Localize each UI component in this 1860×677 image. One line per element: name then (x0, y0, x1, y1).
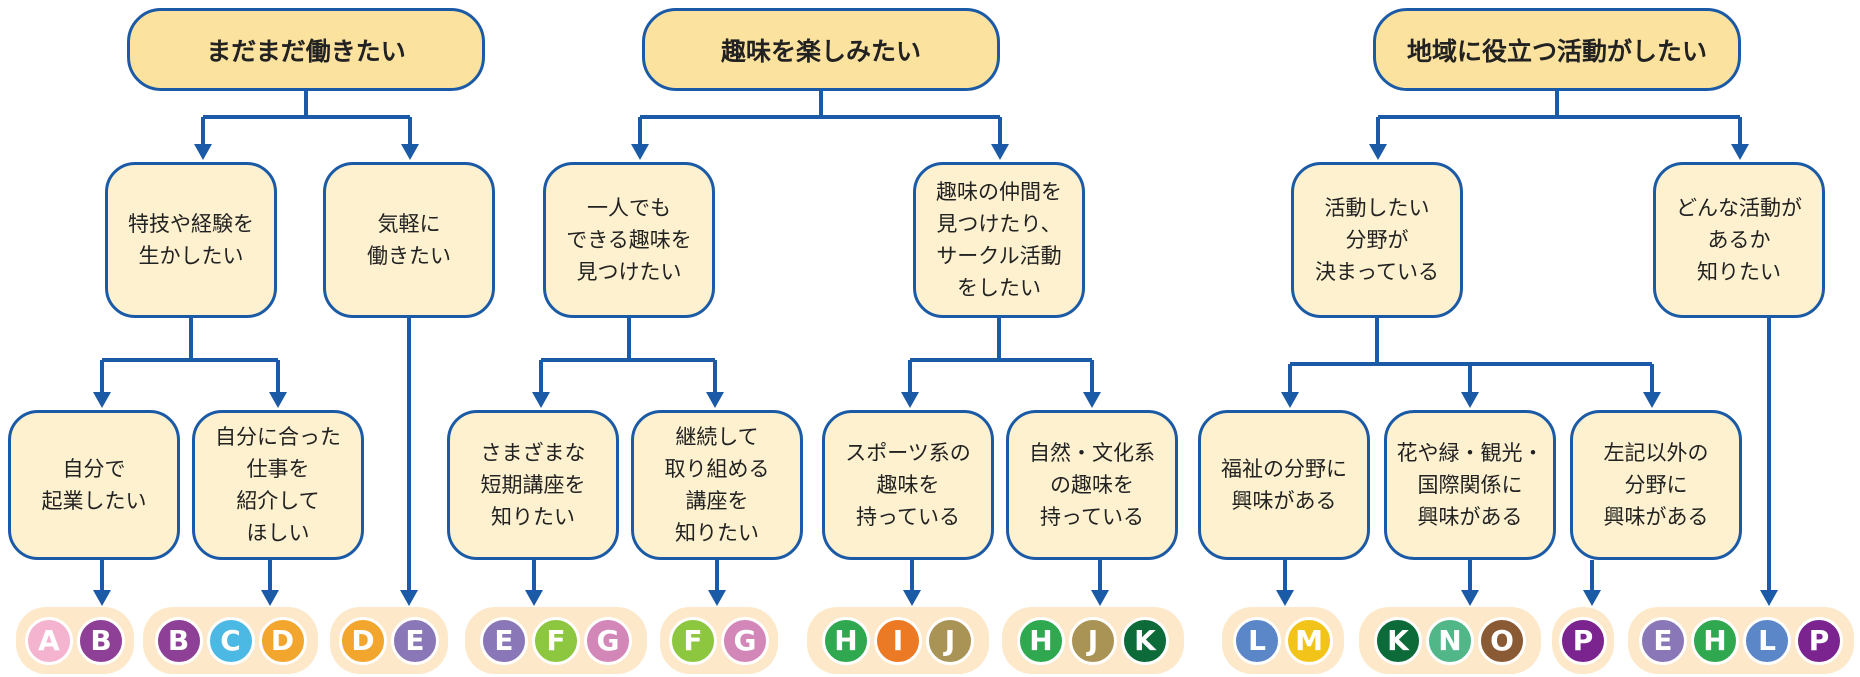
badge-l: L (1233, 616, 1281, 665)
badge-a: A (25, 616, 73, 665)
arrow-head (1461, 590, 1479, 606)
badge-o: O (1478, 616, 1526, 665)
bottom-box-nature-culture-hobby: 自然・文化系 の趣味を 持っている (1006, 410, 1178, 560)
arrow-head (194, 144, 212, 160)
mid-box-use-skills: 特技や経験を 生かしたい (105, 162, 277, 318)
arrow-head (532, 392, 550, 408)
bottom-box-green-tourism-intl: 花や緑・観光・ 国際関係に 興味がある (1384, 410, 1556, 560)
badge-i: I (874, 616, 922, 665)
bottom-box-other-fields: 左記以外の 分野に 興味がある (1570, 410, 1742, 560)
mid-box-casual-work: 気軽に 働きたい (323, 162, 495, 318)
arrow-head (1731, 144, 1749, 160)
bottom-box-short-courses: さまざまな 短期講座を 知りたい (447, 410, 619, 560)
bottom-box-start-business: 自分で 起業したい (8, 410, 180, 560)
badge-k: K (1121, 616, 1169, 665)
arrow-head (269, 392, 287, 408)
arrow-head (1083, 392, 1101, 408)
arrow-head (901, 392, 919, 408)
arrow-head (401, 144, 419, 160)
badge-h: H (1017, 616, 1065, 665)
badge-p: P (1795, 616, 1843, 665)
arrow-head (1643, 392, 1661, 408)
arrow-head (400, 590, 418, 606)
arrow-head (261, 590, 279, 606)
arrow-head (1461, 392, 1479, 408)
arrow-head (1091, 590, 1109, 606)
badge-g: G (584, 616, 632, 665)
badge-b: B (77, 616, 125, 665)
arrow-head (93, 590, 111, 606)
arrow-head (631, 144, 649, 160)
arrow-head (706, 392, 724, 408)
arrow-head (1583, 590, 1601, 606)
arrow-head (525, 590, 543, 606)
arrow-head (93, 392, 111, 408)
badge-d: D (258, 616, 307, 665)
arrow-head (1276, 590, 1294, 606)
badge-d: D (339, 616, 387, 665)
top-box-work: まだまだ働きたい (127, 8, 485, 91)
bottom-box-ongoing-courses: 継続して 取り組める 講座を 知りたい (631, 410, 803, 560)
badge-l: L (1743, 616, 1791, 665)
bottom-box-sports-hobby: スポーツ系の 趣味を 持っている (822, 410, 994, 560)
badge-j: J (1069, 616, 1117, 665)
mid-box-field-decided: 活動したい 分野が 決まっている (1291, 162, 1463, 318)
top-box-community: 地域に役立つ活動がしたい (1373, 8, 1741, 91)
badge-f: F (669, 616, 717, 665)
bottom-box-job-referral: 自分に合った 仕事を 紹介して ほしい (192, 410, 364, 560)
badge-e: E (480, 616, 528, 665)
badge-h: H (822, 616, 870, 665)
arrow-head (903, 590, 921, 606)
badge-g: G (721, 616, 769, 665)
top-box-hobby: 趣味を楽しみたい (642, 8, 1000, 91)
badge-e: E (391, 616, 439, 665)
badge-e: E (1639, 616, 1687, 665)
mid-box-what-activities: どんな活動が あるか 知りたい (1653, 162, 1825, 318)
badge-b: B (154, 616, 203, 665)
mid-box-hobby-friends: 趣味の仲間を 見つけたり、 サークル活動 をしたい (913, 162, 1085, 318)
badge-p: P (1559, 616, 1607, 665)
badge-h: H (1691, 616, 1739, 665)
arrow-head (991, 144, 1009, 160)
arrow-head (1760, 590, 1778, 606)
badge-m: M (1285, 616, 1333, 665)
arrow-head (1369, 144, 1387, 160)
badge-k: K (1374, 616, 1422, 665)
badge-f: F (532, 616, 580, 665)
arrow-head (708, 590, 726, 606)
mid-box-solo-hobby: 一人でも できる趣味を 見つけたい (543, 162, 715, 318)
badge-j: J (926, 616, 974, 665)
badge-c: C (206, 616, 255, 665)
badge-n: N (1426, 616, 1474, 665)
bottom-box-welfare: 福祉の分野に 興味がある (1198, 410, 1370, 560)
arrow-head (1281, 392, 1299, 408)
